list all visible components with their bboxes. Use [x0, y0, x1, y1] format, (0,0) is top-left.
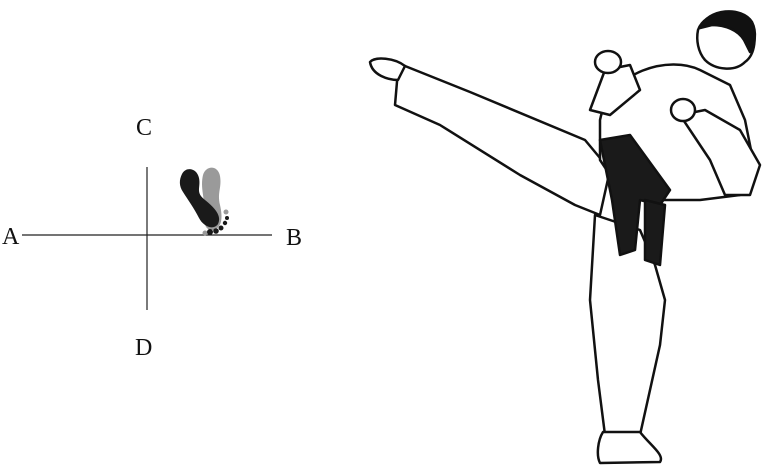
label-d: D: [135, 335, 153, 361]
standing-foot: [596, 430, 663, 465]
rear-fist: [593, 49, 623, 75]
front-fist: [669, 97, 697, 123]
belt: [598, 133, 672, 257]
dark-footprint: [179, 169, 220, 228]
kicking-foot: [368, 57, 407, 82]
karate-kick-illustration: [368, 10, 762, 465]
kicking-leg: [393, 64, 612, 217]
footprint-icon: [179, 167, 229, 236]
label-c: C: [136, 115, 153, 141]
rear-arm: [588, 63, 642, 117]
hair: [698, 10, 757, 54]
belt-tail: [643, 198, 667, 267]
label-b: B: [286, 225, 303, 251]
axis-cross: [22, 167, 272, 310]
front-arm: [678, 108, 762, 197]
label-a: A: [2, 224, 20, 250]
